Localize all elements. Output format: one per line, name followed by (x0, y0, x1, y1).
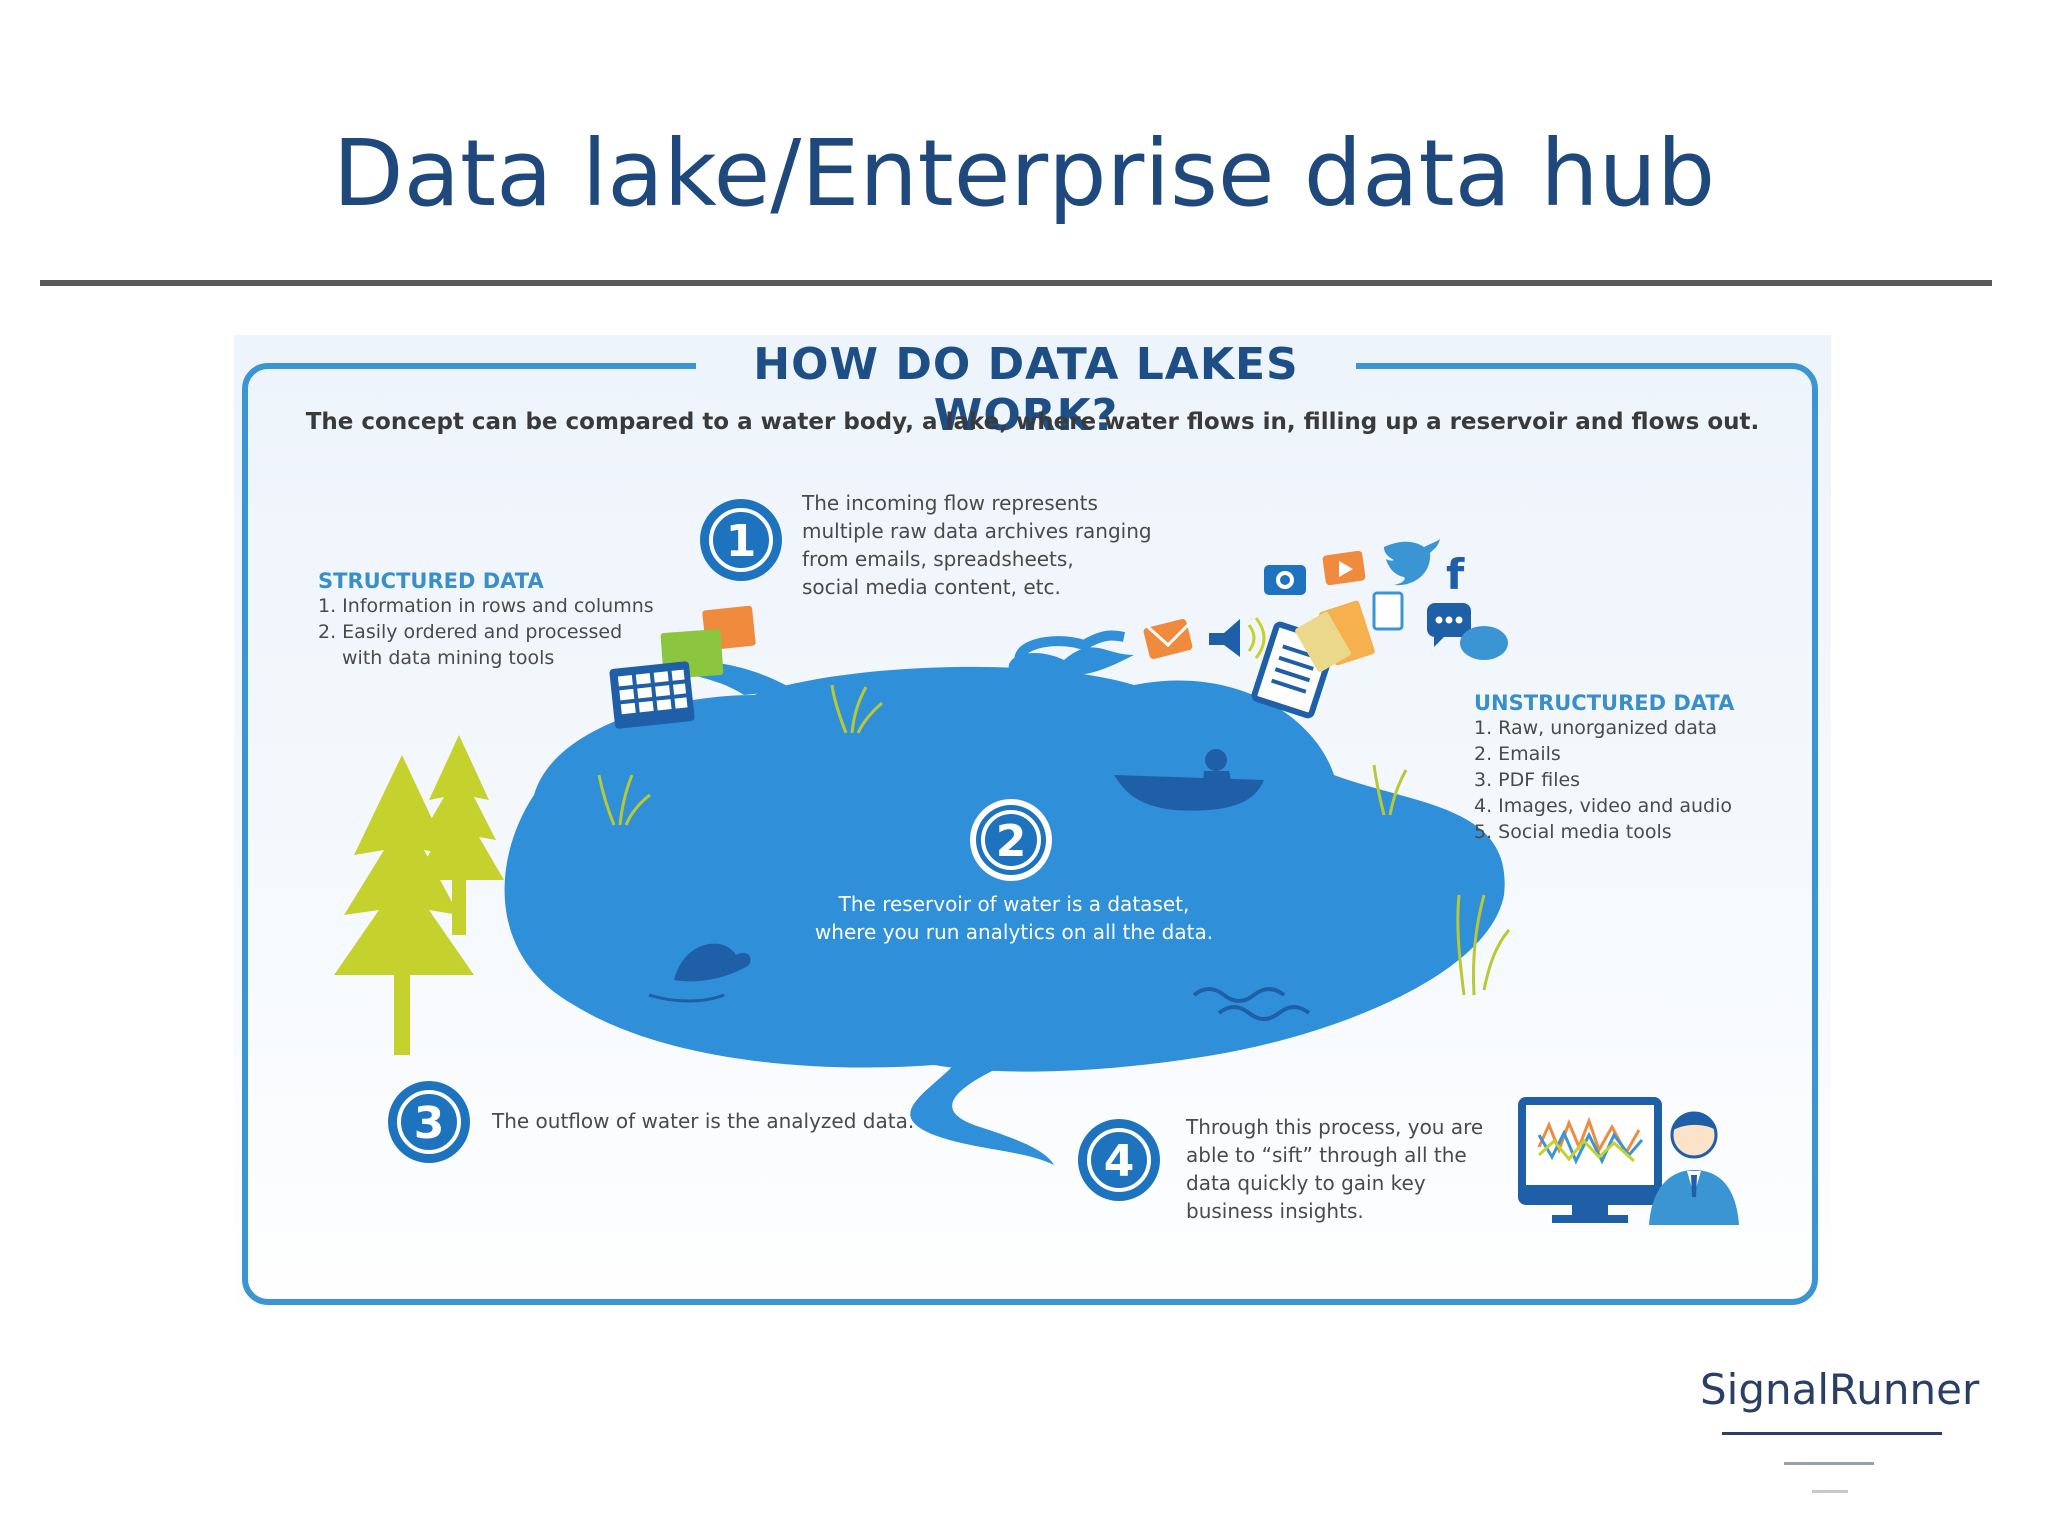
data-lake-infographic: HOW DO DATA LAKES WORK? The concept can … (234, 335, 1831, 1335)
unstructured-data-list: 1. Raw, unorganized data 2. Emails 3. PD… (1474, 715, 1794, 845)
step-4-line: Through this process, you are (1186, 1115, 1484, 1139)
step-badge-2: 2 (970, 799, 1052, 881)
infographic-title: HOW DO DATA LAKES WORK? (753, 339, 1299, 441)
svg-text:3: 3 (414, 1098, 445, 1149)
step-4-line: business insights. (1186, 1199, 1364, 1223)
facebook-icon: f (1446, 550, 1465, 599)
inflow-stream-right (1008, 647, 1134, 680)
step-badge-4: 4 (1078, 1119, 1160, 1201)
list-item: 2. Easily ordered and processed (318, 621, 623, 643)
document-icon (1251, 591, 1404, 719)
list-item: 4. Images, video and audio (1474, 795, 1733, 817)
step-4-line: data quickly to gain key (1186, 1171, 1426, 1195)
spreadsheet-icon (609, 605, 756, 729)
title-divider (40, 280, 1992, 286)
svg-text:f: f (1446, 550, 1465, 599)
list-item: 5. Social media tools (1474, 821, 1672, 843)
structured-data-section: STRUCTURED DATA 1. Information in rows a… (318, 569, 698, 671)
chat-icon (1427, 603, 1508, 660)
inflow-stream-top (1014, 630, 1125, 674)
svg-text:1: 1 (726, 516, 757, 567)
svg-text:4: 4 (1104, 1136, 1135, 1187)
monitor-chart-icon (1518, 1097, 1662, 1223)
fish-icon (648, 943, 751, 1003)
brand-logo: SignalRunner (1700, 1365, 1980, 1414)
step-1-line: social media content, etc. (802, 575, 1061, 599)
tree-icon (334, 735, 504, 1055)
reeds-icon (597, 684, 1511, 996)
frame-title-background (696, 335, 1356, 405)
brand-underline-secondary (1784, 1462, 1874, 1465)
step-3-text: The outflow of water is the analyzed dat… (492, 1107, 952, 1135)
twitter-icon (1384, 539, 1440, 586)
list-item: 3. PDF files (1474, 769, 1581, 791)
step-2-line: The reservoir of water is a dataset, (838, 892, 1190, 916)
waves-icon (1192, 987, 1311, 1021)
structured-data-title: STRUCTURED DATA (318, 569, 544, 593)
unstructured-data-section: UNSTRUCTURED DATA 1. Raw, unorganized da… (1474, 691, 1794, 845)
infographic-subtitle: The concept can be compared to a water b… (305, 409, 1760, 435)
step-1-line: from emails, spreadsheets, (802, 547, 1074, 571)
step-1-text: The incoming flow represents multiple ra… (802, 489, 1202, 601)
step-3-line: The outflow of water is the analyzed dat… (492, 1109, 915, 1133)
step-1-line: The incoming flow represents (802, 491, 1098, 515)
step-1-line: multiple raw data archives ranging (802, 519, 1152, 543)
step-2-text: The reservoir of water is a dataset, whe… (774, 890, 1254, 946)
list-item: 1. Information in rows and columns (318, 595, 654, 617)
outflow-stream (910, 1065, 1054, 1165)
boat-icon (1114, 749, 1264, 811)
list-item: 1. Raw, unorganized data (1474, 717, 1717, 739)
step-badge-3: 3 (388, 1081, 470, 1163)
user-icon (1649, 1111, 1739, 1225)
step-2-line: where you run analytics on all the data. (814, 920, 1214, 944)
camera-icon (1264, 565, 1306, 595)
structured-data-list: 1. Information in rows and columns 2. Ea… (318, 593, 698, 671)
brand-underline-tertiary (1812, 1490, 1848, 1493)
brand-underline (1722, 1432, 1942, 1435)
step-4-line: able to “sift” through all the (1186, 1143, 1467, 1167)
megaphone-icon (1209, 617, 1266, 659)
email-icon (1143, 619, 1193, 659)
step-badge-1: 1 (700, 499, 782, 581)
unstructured-data-title: UNSTRUCTURED DATA (1474, 691, 1735, 715)
video-icon (1322, 550, 1366, 586)
slide-title: Data lake/Enterprise data hub (332, 120, 1716, 227)
list-item: 2. Emails (1474, 743, 1561, 765)
list-item: with data mining tools (342, 647, 555, 669)
step-4-text: Through this process, you are able to “s… (1186, 1113, 1506, 1225)
svg-text:2: 2 (996, 816, 1027, 867)
